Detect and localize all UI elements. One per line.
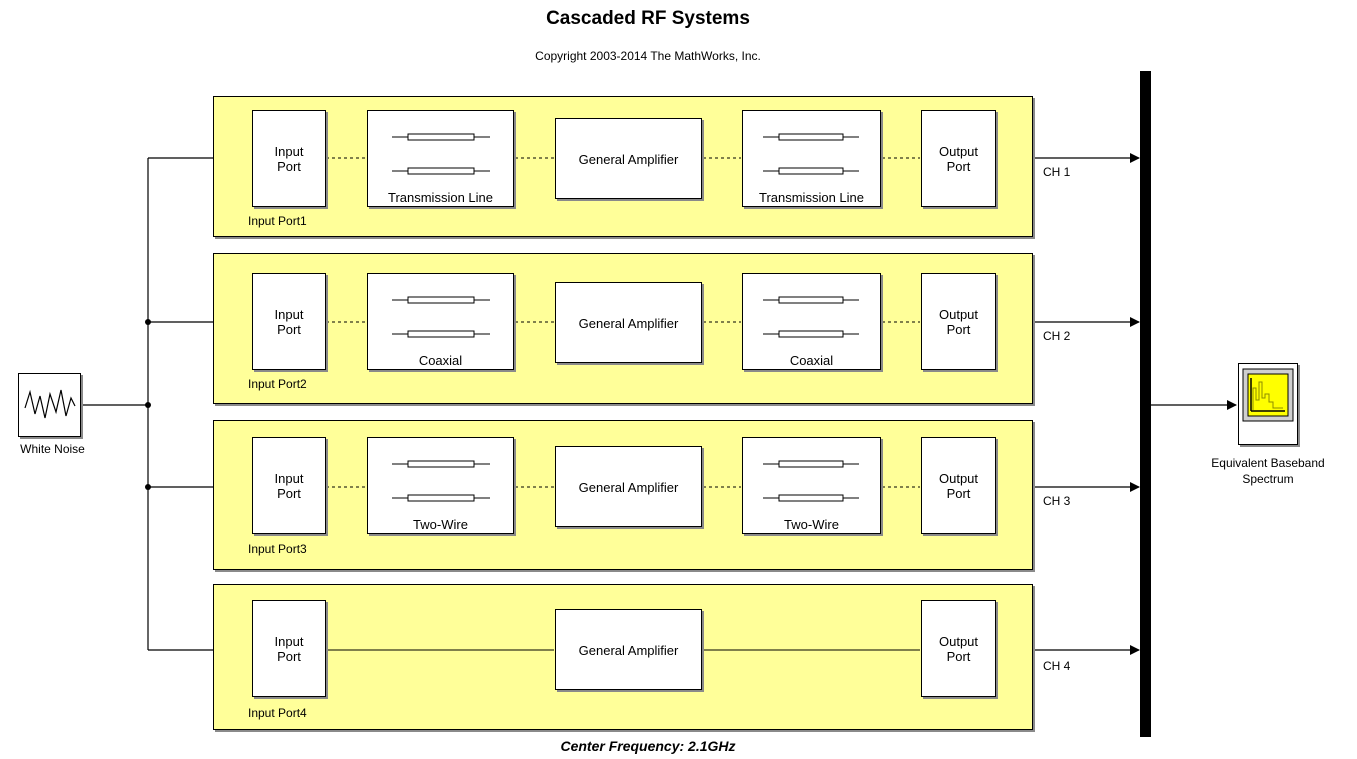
two-wire-label: Two-Wire [784,517,839,532]
output-port-block[interactable]: Output Port [921,273,996,370]
transmission-line-icon [392,133,490,175]
noise-waveform-icon [24,389,76,419]
channel-label: CH 4 [1043,659,1071,673]
coaxial-label: Coaxial [418,353,463,368]
white-noise-label: White Noise [20,442,85,456]
spectrum-scope-label: Equivalent Baseband Spectrum [1180,455,1356,487]
general-amplifier-block[interactable]: General Amplifier [555,282,702,363]
amplifier-label: General Amplifier [578,316,679,331]
output-port-label: Output [938,307,979,322]
transmission-line-block[interactable]: Transmission Line [742,110,881,207]
input-port-label: Input [274,634,304,649]
spectrum-label-line: Equivalent Baseband [1211,456,1325,470]
transmission-line-icon [763,296,859,338]
branch-point [145,402,151,408]
transmission-line-icon [763,133,859,175]
input-port-label: Port [277,486,301,501]
input-port-label: Port [277,159,301,174]
transmission-line-block[interactable]: Transmission Line [367,110,514,207]
output-port-label: Port [946,649,971,664]
input-port-name: Input Port3 [248,542,307,556]
output-port-label: Output [938,471,979,486]
transmission-line-icon [392,296,490,338]
output-port-block[interactable]: Output Port [921,110,996,207]
input-port-label: Port [277,649,301,664]
output-port-label: Port [946,159,971,174]
output-port-label: Output [938,634,979,649]
spectrum-label-line: Spectrum [1242,472,1294,486]
output-port-label: Port [946,486,971,501]
coaxial-line-block[interactable]: Coaxial [367,273,514,370]
channel-label: CH 2 [1043,329,1071,343]
output-port-block[interactable]: Output Port [921,600,996,697]
mux-bus[interactable] [1140,71,1151,737]
spectrum-scope-block[interactable] [1238,363,1298,445]
transmission-line-icon [392,460,490,502]
transmission-line-icon [763,460,859,502]
input-port-block[interactable]: Input Port [252,110,326,207]
input-port-label: Input [274,144,304,159]
center-frequency-annotation: Center Frequency: 2.1GHz [560,738,736,754]
transmission-line-label: Transmission Line [387,190,493,205]
two-wire-line-block[interactable]: Two-Wire [742,437,881,534]
two-wire-line-block[interactable]: Two-Wire [367,437,514,534]
output-port-block[interactable]: Output Port [921,437,996,534]
general-amplifier-block[interactable]: General Amplifier [555,446,702,527]
input-port-block[interactable]: Input Port [252,437,326,534]
coaxial-label: Coaxial [789,353,834,368]
spectrum-scope-icon [1242,368,1294,422]
input-port-name: Input Port4 [248,706,307,720]
amplifier-label: General Amplifier [578,643,679,658]
input-port-label: Input [274,471,304,486]
coaxial-line-block[interactable]: Coaxial [742,273,881,370]
output-port-label: Output [938,144,979,159]
two-wire-label: Two-Wire [413,517,468,532]
output-port-label: Port [946,322,971,337]
transmission-line-label: Transmission Line [758,190,864,205]
general-amplifier-block[interactable]: General Amplifier [555,609,702,690]
amplifier-label: General Amplifier [578,152,679,167]
input-port-name: Input Port1 [248,214,307,228]
channel-label: CH 3 [1043,494,1071,508]
channel-label: CH 1 [1043,165,1071,179]
input-port-label: Port [277,322,301,337]
general-amplifier-block[interactable]: General Amplifier [555,118,702,199]
amplifier-label: General Amplifier [578,480,679,495]
input-port-name: Input Port2 [248,377,307,391]
input-port-block[interactable]: Input Port [252,600,326,697]
white-noise-block[interactable] [18,373,81,437]
input-port-block[interactable]: Input Port [252,273,326,370]
copyright-text: Copyright 2003-2014 The MathWorks, Inc. [535,49,761,63]
diagram-title: Cascaded RF Systems [546,8,750,29]
input-port-label: Input [274,307,304,322]
